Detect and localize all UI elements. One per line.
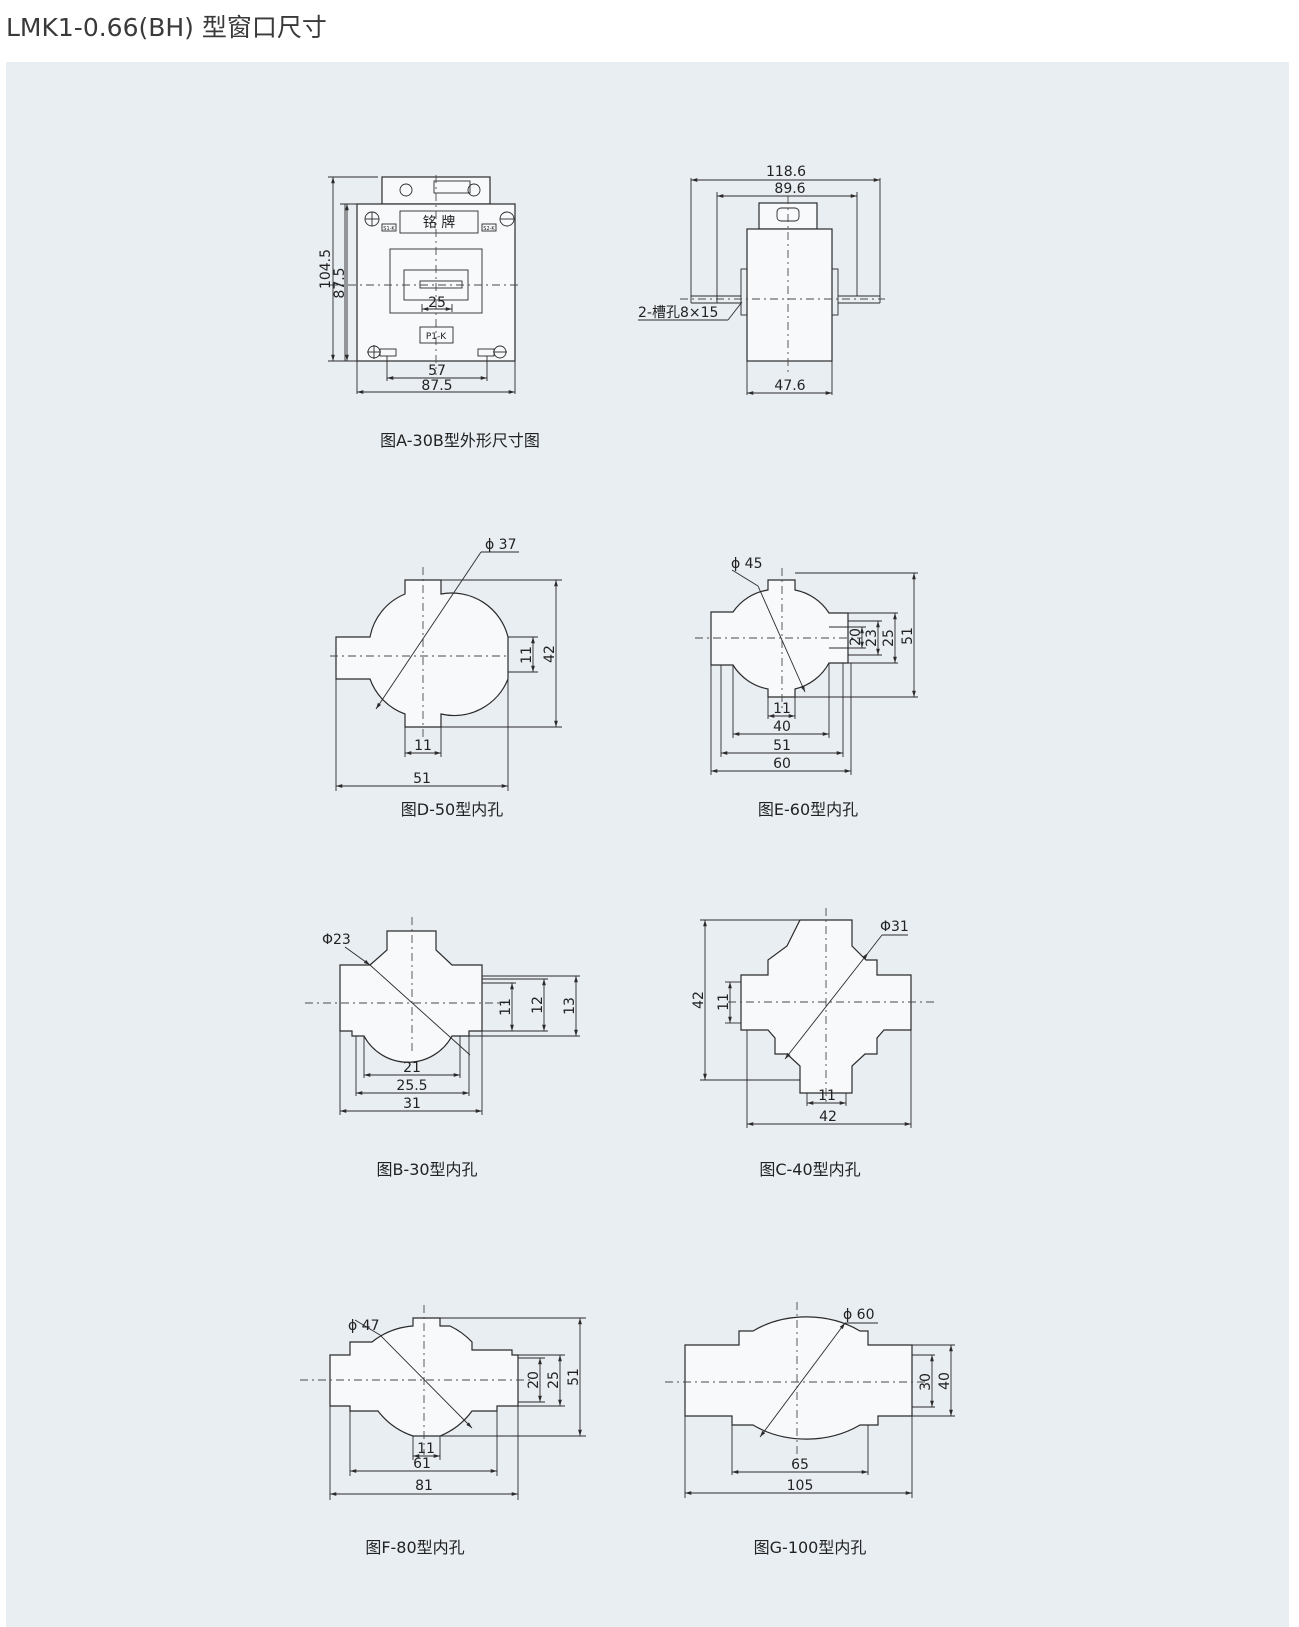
drawing-panel [6,62,1289,1627]
terminal-bottom-label: P1-K [426,332,447,342]
width-dim: 87.5 [421,378,452,394]
nameplate-label: 铭 牌 [423,214,455,231]
fig-g-h1: 65 [791,1457,809,1473]
fig-g-caption: 图G-100型内孔 [754,1538,867,1557]
fig-e-dia: ϕ 45 [731,556,763,572]
fig-f-v1: 20 [526,1371,542,1389]
fig-d-height: 42 [542,645,558,663]
fig-a-caption: 图A-30B型外形尺寸图 [380,431,540,450]
depth-dim: 47.6 [774,378,805,394]
nameplate [399,210,479,234]
fig-f-80-bore: ϕ 47 20 25 51 11 61 81 图F-80型内孔 [300,1305,586,1557]
fig-c-caption: 图C-40型内孔 [759,1160,860,1179]
fig-e-v1: 20 [848,628,864,646]
fig-e-v3: 25 [881,629,897,647]
fig-e-caption: 图E-60型内孔 [758,800,858,819]
fig-b-30-bore: Φ23 11 12 13 21 25.5 31 图B-30型内孔 [305,917,580,1179]
fig-g-v1: 30 [918,1373,934,1391]
fig-f-h2: 61 [413,1456,431,1472]
fig-f-h3: 81 [415,1478,433,1494]
height-inner-dim: 87.5 [332,267,348,298]
fig-f-v2: 25 [546,1371,562,1389]
fig-c-h-slot: 11 [818,1088,836,1104]
fig-c-v-slot: 11 [716,993,732,1011]
fig-g-dia: ϕ 60 [843,1307,875,1323]
page-title: LMK1-0.66(BH) 型窗口尺寸 [6,13,327,42]
fig-f-h1: 11 [417,1441,435,1457]
fig-g-v2: 40 [937,1372,953,1390]
fig-c-width: 42 [819,1109,837,1125]
side-body [746,228,833,362]
fig-b-dia: Φ23 [322,932,351,948]
height-outer-dim: 104.5 [318,249,334,289]
terminal-left-label: S1-K [383,226,395,232]
fig-a-side-view: 118.6 89.6 2-槽孔8×15 47.6 [638,164,885,395]
fig-d-caption: 图D-50型内孔 [401,800,503,819]
fig-c-40-bore: Φ31 42 11 11 42 图C-40型内孔 [691,908,935,1179]
fig-e-h3: 51 [773,738,791,754]
fig-a-front-view: 铭 牌 S1-K S2-K 25 P1-K 104.5 87.5 57 [318,175,540,450]
terminal-right-label: S2-K [483,226,495,232]
side-width-inner-dim: 89.6 [774,181,805,197]
fig-d-50-bore: ϕ 37 42 11 11 51 图D-50型内孔 [330,537,562,819]
fig-e-h2: 40 [773,719,791,735]
fig-e-v4: 51 [900,627,916,645]
fig-d-dia: ϕ 37 [485,537,517,553]
side-width-outer-dim: 118.6 [766,164,806,180]
fig-c-height: 42 [691,991,707,1009]
fig-d-h-slot: 11 [414,738,432,754]
fig-b-h3: 31 [403,1096,421,1112]
fig-f-v3: 51 [566,1368,582,1386]
fig-d-width: 51 [413,771,431,787]
fig-d-v-slot: 11 [519,646,535,664]
mount-dim: 57 [428,363,446,379]
fig-f-dia: ϕ 47 [348,1318,380,1334]
fig-b-v2: 12 [530,996,546,1014]
fig-f-caption: 图F-80型内孔 [365,1538,464,1557]
fig-c-dia: Φ31 [880,919,909,935]
fig-e-h4: 60 [773,756,791,772]
window-dim: 25 [428,295,446,311]
fig-e-h1: 11 [773,701,791,717]
fig-b-v3: 13 [562,997,578,1015]
fig-e-v2: 23 [864,629,880,647]
fig-g-100-bore: ϕ 60 30 40 65 105 图G-100型内孔 [665,1302,955,1557]
fig-b-h1: 21 [403,1060,421,1076]
slot-dim: 2-槽孔8×15 [638,305,718,321]
fig-b-h2: 25.5 [396,1078,427,1094]
fig-b-caption: 图B-30型内孔 [376,1160,477,1179]
fig-g-h2: 105 [787,1478,814,1494]
fig-e-60-bore: ϕ 45 20 23 25 51 11 40 51 60 图E-60型内孔 [695,556,918,819]
fig-b-v1: 11 [498,998,514,1016]
